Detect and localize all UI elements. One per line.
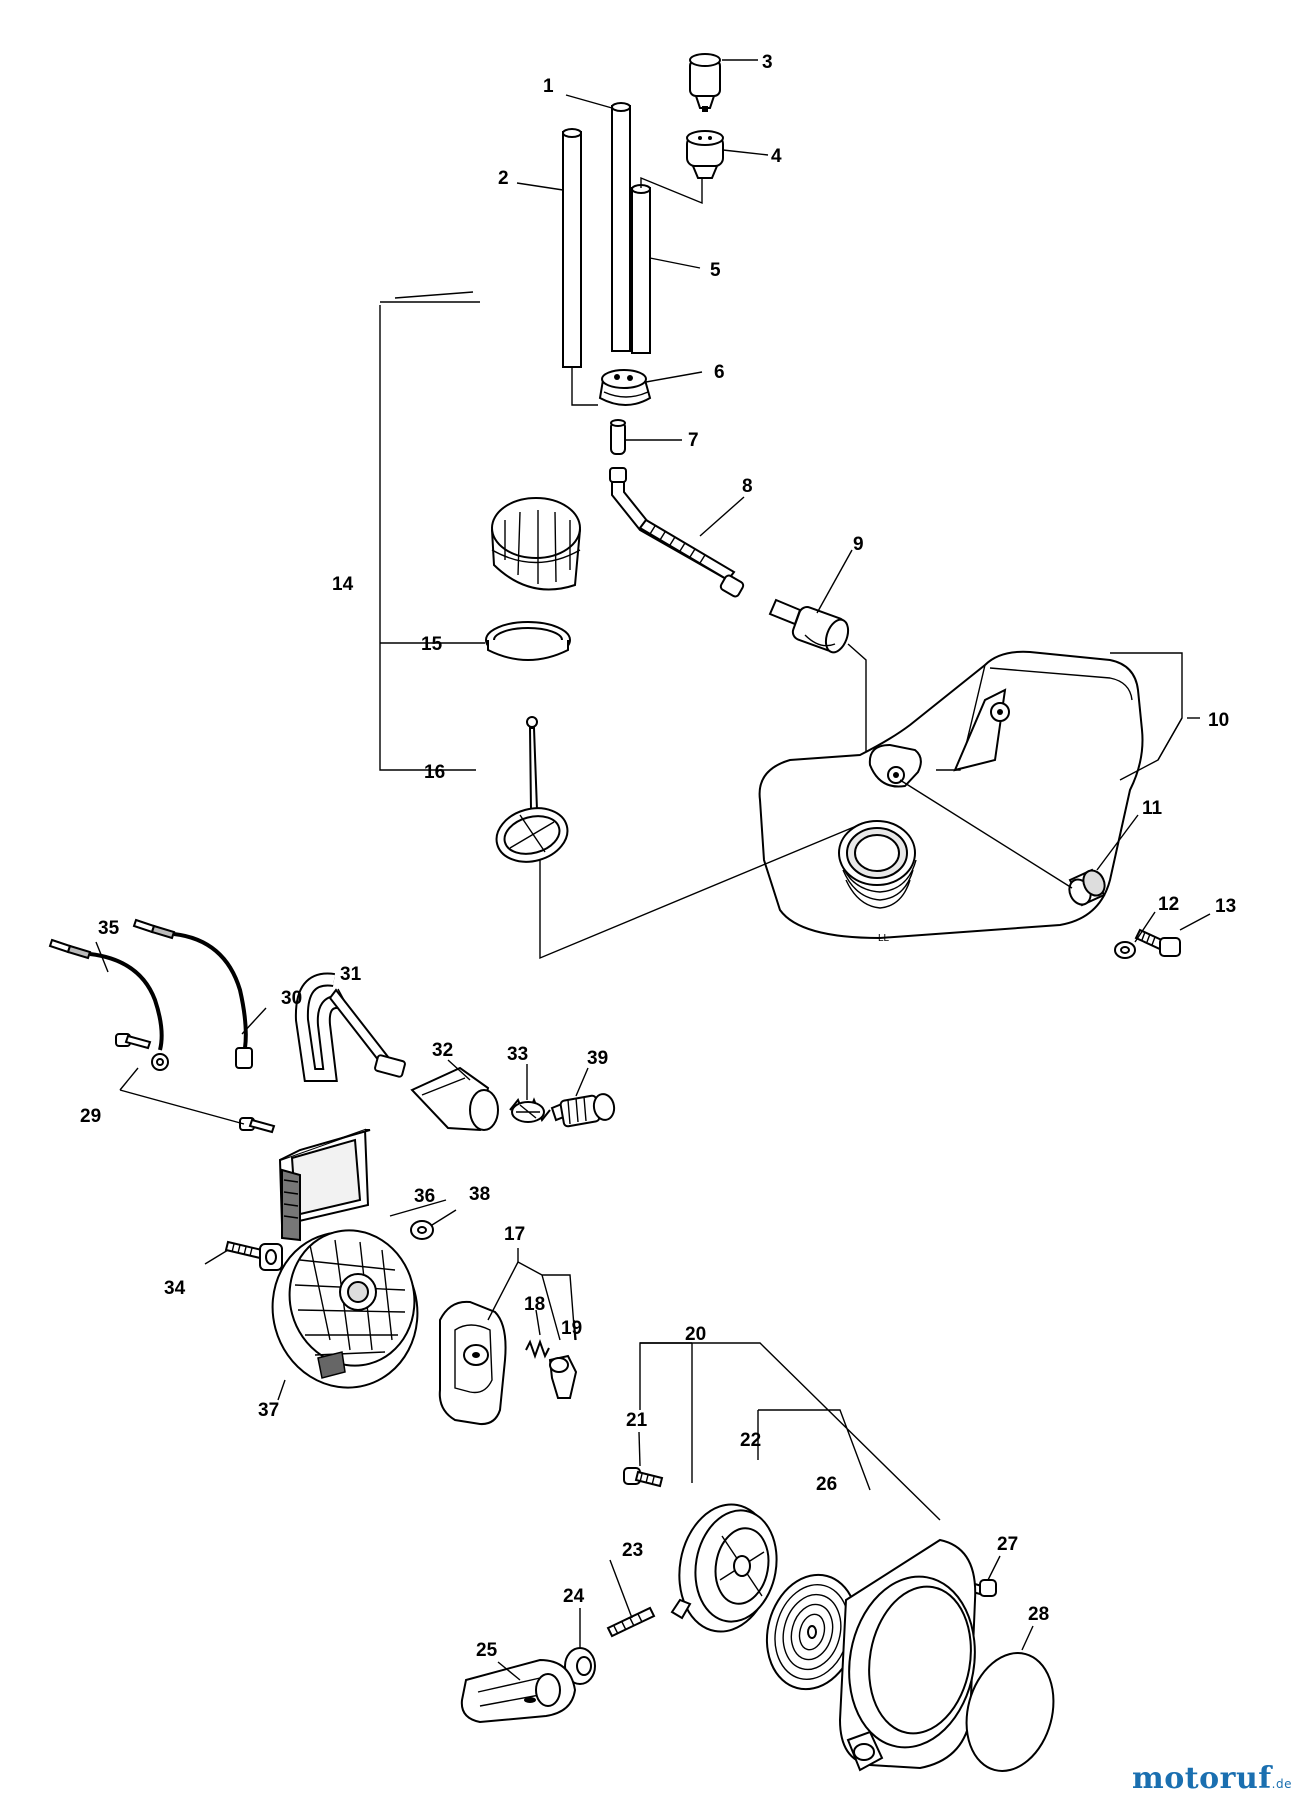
label-20: 20 bbox=[685, 1324, 706, 1345]
rope-guide-24 bbox=[564, 1647, 596, 1685]
svg-text:LL: LL bbox=[878, 933, 890, 944]
label-32: 32 bbox=[432, 1040, 453, 1061]
label-39: 39 bbox=[587, 1048, 608, 1069]
part-labels: 1 2 3 4 5 6 7 8 9 10 11 12 13 14 15 16 1… bbox=[80, 52, 1236, 1661]
spark-plug-cap-32 bbox=[410, 1066, 499, 1132]
label-8: 8 bbox=[742, 476, 753, 497]
grommet-6 bbox=[598, 369, 652, 406]
label-22: 22 bbox=[740, 1430, 761, 1451]
label-27: 27 bbox=[997, 1534, 1018, 1555]
watermark-logo: motoruf.de bbox=[1132, 1761, 1292, 1796]
label-36: 36 bbox=[414, 1186, 435, 1207]
label-14: 14 bbox=[332, 574, 354, 595]
label-5: 5 bbox=[710, 260, 721, 281]
fuel-tube-2 bbox=[562, 128, 582, 368]
cover-ring-28 bbox=[965, 1652, 1055, 1772]
label-38: 38 bbox=[469, 1184, 490, 1205]
washer-12 bbox=[1114, 941, 1136, 959]
label-3: 3 bbox=[762, 52, 773, 73]
filter-4 bbox=[686, 130, 724, 179]
collar-11 bbox=[1068, 868, 1106, 907]
label-12: 12 bbox=[1158, 894, 1179, 915]
washer-38 bbox=[410, 1220, 434, 1240]
label-17: 17 bbox=[504, 1224, 525, 1245]
label-7: 7 bbox=[688, 430, 699, 451]
label-2: 2 bbox=[498, 168, 509, 189]
watermark-suffix: .de bbox=[1271, 1777, 1292, 1791]
label-21: 21 bbox=[626, 1410, 648, 1431]
filter-3 bbox=[689, 53, 721, 112]
connector-7 bbox=[610, 419, 626, 455]
fuel-tube-5 bbox=[631, 184, 651, 354]
label-1: 1 bbox=[543, 76, 554, 97]
ignition-coil-36 bbox=[278, 972, 406, 1242]
label-37: 37 bbox=[258, 1400, 279, 1421]
strainer-16 bbox=[495, 716, 569, 863]
label-33: 33 bbox=[507, 1044, 528, 1065]
label-35: 35 bbox=[98, 918, 120, 939]
label-30: 30 bbox=[281, 988, 302, 1009]
starter-case bbox=[838, 1538, 977, 1772]
label-10: 10 bbox=[1208, 710, 1229, 731]
terminal-39 bbox=[550, 1093, 616, 1128]
label-23: 23 bbox=[622, 1540, 643, 1561]
wire-30 bbox=[132, 918, 253, 1069]
label-31: 31 bbox=[340, 964, 362, 985]
label-25: 25 bbox=[476, 1640, 498, 1661]
stud-34 bbox=[224, 1240, 283, 1271]
screw-29b bbox=[239, 1117, 276, 1134]
label-11: 11 bbox=[1142, 798, 1163, 819]
fuel-pipe-8 bbox=[609, 467, 745, 598]
rope-23 bbox=[606, 1606, 656, 1638]
label-26: 26 bbox=[816, 1474, 837, 1495]
ratchet-17 bbox=[438, 1300, 507, 1426]
fuel-tank-10: LL bbox=[758, 650, 1144, 944]
spiral-spring-26 bbox=[765, 1573, 859, 1691]
flywheel-37 bbox=[271, 1229, 419, 1389]
label-29: 29 bbox=[80, 1106, 101, 1127]
bolt-13 bbox=[1134, 928, 1181, 957]
spring-18 bbox=[525, 1339, 550, 1359]
label-6: 6 bbox=[714, 362, 725, 383]
screw-21 bbox=[623, 1467, 664, 1488]
watermark-main: motoruf bbox=[1132, 1761, 1272, 1796]
screw-29a bbox=[115, 1033, 152, 1050]
spring-33 bbox=[509, 1097, 551, 1123]
label-4: 4 bbox=[771, 146, 782, 167]
pulley-22 bbox=[670, 1503, 778, 1633]
filter-9 bbox=[768, 598, 850, 654]
label-19: 19 bbox=[561, 1318, 582, 1339]
label-15: 15 bbox=[421, 634, 443, 655]
label-16: 16 bbox=[424, 762, 445, 783]
label-34: 34 bbox=[164, 1278, 186, 1299]
label-18: 18 bbox=[524, 1294, 545, 1315]
label-13: 13 bbox=[1215, 896, 1236, 917]
label-28: 28 bbox=[1028, 1604, 1049, 1625]
wire-35 bbox=[48, 938, 169, 1071]
label-9: 9 bbox=[853, 534, 864, 555]
label-24: 24 bbox=[563, 1586, 585, 1607]
leader-lines bbox=[95, 59, 1211, 1681]
handle-25 bbox=[460, 1658, 577, 1724]
pawl-19 bbox=[548, 1354, 578, 1399]
fuel-tube-1 bbox=[611, 102, 631, 352]
gasket-15 bbox=[485, 621, 571, 661]
fuel-cap-14 bbox=[490, 497, 582, 591]
